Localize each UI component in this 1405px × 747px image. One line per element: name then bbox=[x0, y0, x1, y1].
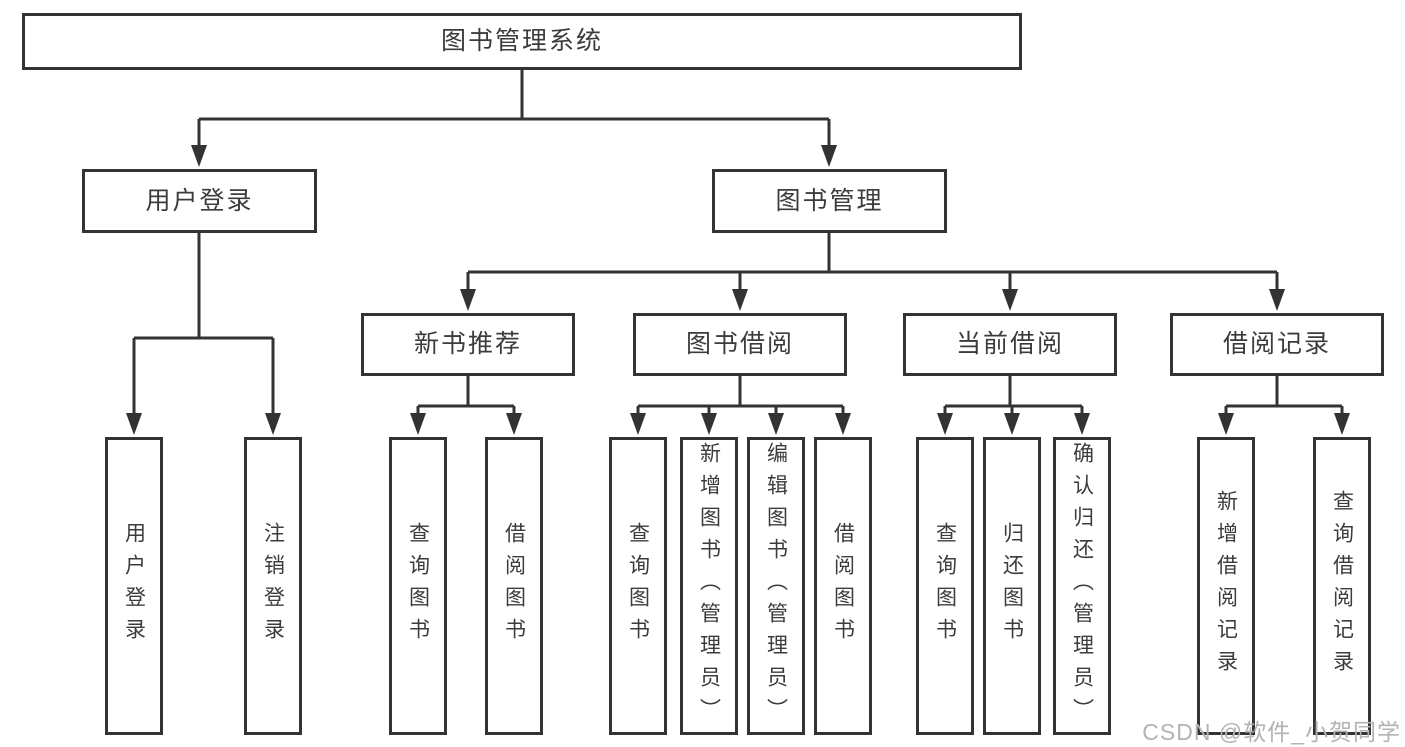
arrowhead bbox=[191, 145, 207, 167]
arrowhead bbox=[265, 413, 281, 435]
arrowhead bbox=[1334, 413, 1350, 435]
connector-book-borrow-to-leaves bbox=[636, 376, 845, 418]
leaf-user-login-label: 用户登录 bbox=[122, 522, 146, 650]
leaf-confirm-return-admin-label: 确认归还（管理员） bbox=[1070, 442, 1094, 730]
leaf-query-books-borrow-label: 查询图书 bbox=[626, 522, 650, 650]
node-book-management: 图书管理 bbox=[712, 169, 947, 233]
leaf-return-book-label: 归还图书 bbox=[1000, 522, 1024, 650]
connector-new-book-to-leaves bbox=[416, 376, 516, 418]
arrowhead bbox=[1074, 413, 1090, 435]
connector-lines bbox=[132, 70, 1344, 418]
node-user-login: 用户登录 bbox=[82, 169, 317, 233]
node-new-book-recommend-label: 新书推荐 bbox=[413, 330, 522, 358]
leaf-logout-label: 注销登录 bbox=[261, 522, 285, 650]
node-borrow-record-label: 借阅记录 bbox=[1222, 330, 1331, 358]
leaf-add-book-admin-label: 新增图书（管理员） bbox=[697, 442, 721, 730]
leaf-query-books-newbook-label: 查询图书 bbox=[406, 522, 430, 650]
leaf-borrow-books-borrow: 借阅图书 bbox=[814, 437, 872, 735]
arrowhead bbox=[701, 413, 717, 435]
connector-book-management-to-level3 bbox=[466, 233, 1279, 294]
leaf-edit-book-admin: 编辑图书（管理员） bbox=[747, 437, 805, 735]
arrowhead bbox=[506, 413, 522, 435]
connector-user-login-to-leaves bbox=[132, 233, 275, 418]
node-current-borrow: 当前借阅 bbox=[903, 313, 1117, 376]
arrowhead bbox=[1002, 289, 1018, 311]
leaf-user-login: 用户登录 bbox=[105, 437, 163, 735]
leaf-query-books-current-label: 查询图书 bbox=[933, 522, 957, 650]
arrowhead bbox=[1004, 413, 1020, 435]
arrowhead bbox=[630, 413, 646, 435]
connector-root-to-level2 bbox=[197, 70, 831, 150]
leaf-add-book-admin: 新增图书（管理员） bbox=[680, 437, 738, 735]
node-book-borrow-label: 图书借阅 bbox=[685, 330, 794, 358]
watermark: CSDN @软件_小贺同学 bbox=[1142, 719, 1401, 745]
leaf-edit-book-admin-label: 编辑图书（管理员） bbox=[764, 442, 788, 730]
leaf-query-books-borrow: 查询图书 bbox=[609, 437, 667, 735]
arrowhead bbox=[410, 413, 426, 435]
node-current-borrow-label: 当前借阅 bbox=[955, 330, 1064, 358]
arrowhead bbox=[835, 413, 851, 435]
arrowhead bbox=[126, 413, 142, 435]
arrowhead bbox=[768, 413, 784, 435]
leaf-borrow-books-newbook: 借阅图书 bbox=[485, 437, 543, 735]
node-new-book-recommend: 新书推荐 bbox=[361, 313, 575, 376]
arrowhead bbox=[732, 289, 748, 311]
leaf-borrow-books-borrow-label: 借阅图书 bbox=[831, 522, 855, 650]
node-borrow-record: 借阅记录 bbox=[1170, 313, 1384, 376]
arrowhead bbox=[821, 145, 837, 167]
node-book-management-label: 图书管理 bbox=[775, 186, 884, 215]
leaf-query-books-newbook: 查询图书 bbox=[389, 437, 447, 735]
leaf-query-borrow-record-label: 查询借阅记录 bbox=[1330, 490, 1354, 682]
leaf-borrow-books-newbook-label: 借阅图书 bbox=[502, 522, 526, 650]
leaf-logout: 注销登录 bbox=[244, 437, 302, 735]
node-user-login-label: 用户登录 bbox=[145, 186, 254, 215]
leaf-add-borrow-record-label: 新增借阅记录 bbox=[1214, 490, 1238, 682]
node-book-borrow: 图书借阅 bbox=[633, 313, 847, 376]
connector-borrow-record-to-leaves bbox=[1224, 376, 1344, 418]
arrowhead bbox=[1269, 289, 1285, 311]
arrowhead bbox=[937, 413, 953, 435]
arrowheads bbox=[126, 145, 1350, 435]
arrowhead bbox=[460, 289, 476, 311]
arrowhead bbox=[1218, 413, 1234, 435]
leaf-query-borrow-record: 查询借阅记录 bbox=[1313, 437, 1371, 735]
leaf-confirm-return-admin: 确认归还（管理员） bbox=[1053, 437, 1111, 735]
leaf-return-book: 归还图书 bbox=[983, 437, 1041, 735]
node-root: 图书管理系统 bbox=[22, 13, 1022, 70]
connector-current-borrow-to-leaves bbox=[943, 376, 1084, 418]
leaf-add-borrow-record: 新增借阅记录 bbox=[1197, 437, 1255, 735]
node-root-label: 图书管理系统 bbox=[440, 27, 603, 55]
leaf-query-books-current: 查询图书 bbox=[916, 437, 974, 735]
